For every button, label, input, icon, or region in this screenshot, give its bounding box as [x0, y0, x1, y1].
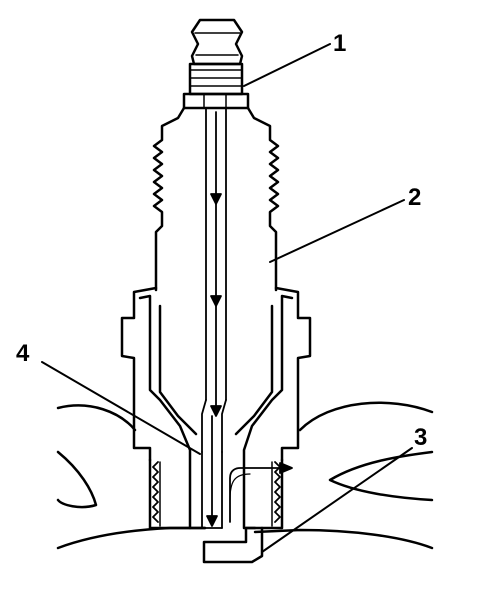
callout-1: 1	[333, 30, 347, 57]
leader-lines	[41, 43, 413, 553]
terminal-post	[182, 62, 250, 110]
thread-section	[148, 458, 284, 530]
heat-flow-arrows	[206, 111, 293, 527]
leader-line-4	[41, 361, 201, 455]
callout-4: 4	[16, 340, 30, 367]
insulator-outline	[152, 106, 280, 292]
leader-line-3	[261, 447, 413, 553]
metal-shell	[120, 286, 312, 530]
callout-3: 3	[414, 424, 428, 451]
leader-line-2	[269, 199, 405, 263]
leader-line-1	[243, 43, 331, 87]
callout-2: 2	[408, 184, 422, 211]
terminal-nut	[190, 18, 244, 66]
center-electrode	[201, 107, 227, 529]
ground-electrode	[202, 526, 264, 564]
